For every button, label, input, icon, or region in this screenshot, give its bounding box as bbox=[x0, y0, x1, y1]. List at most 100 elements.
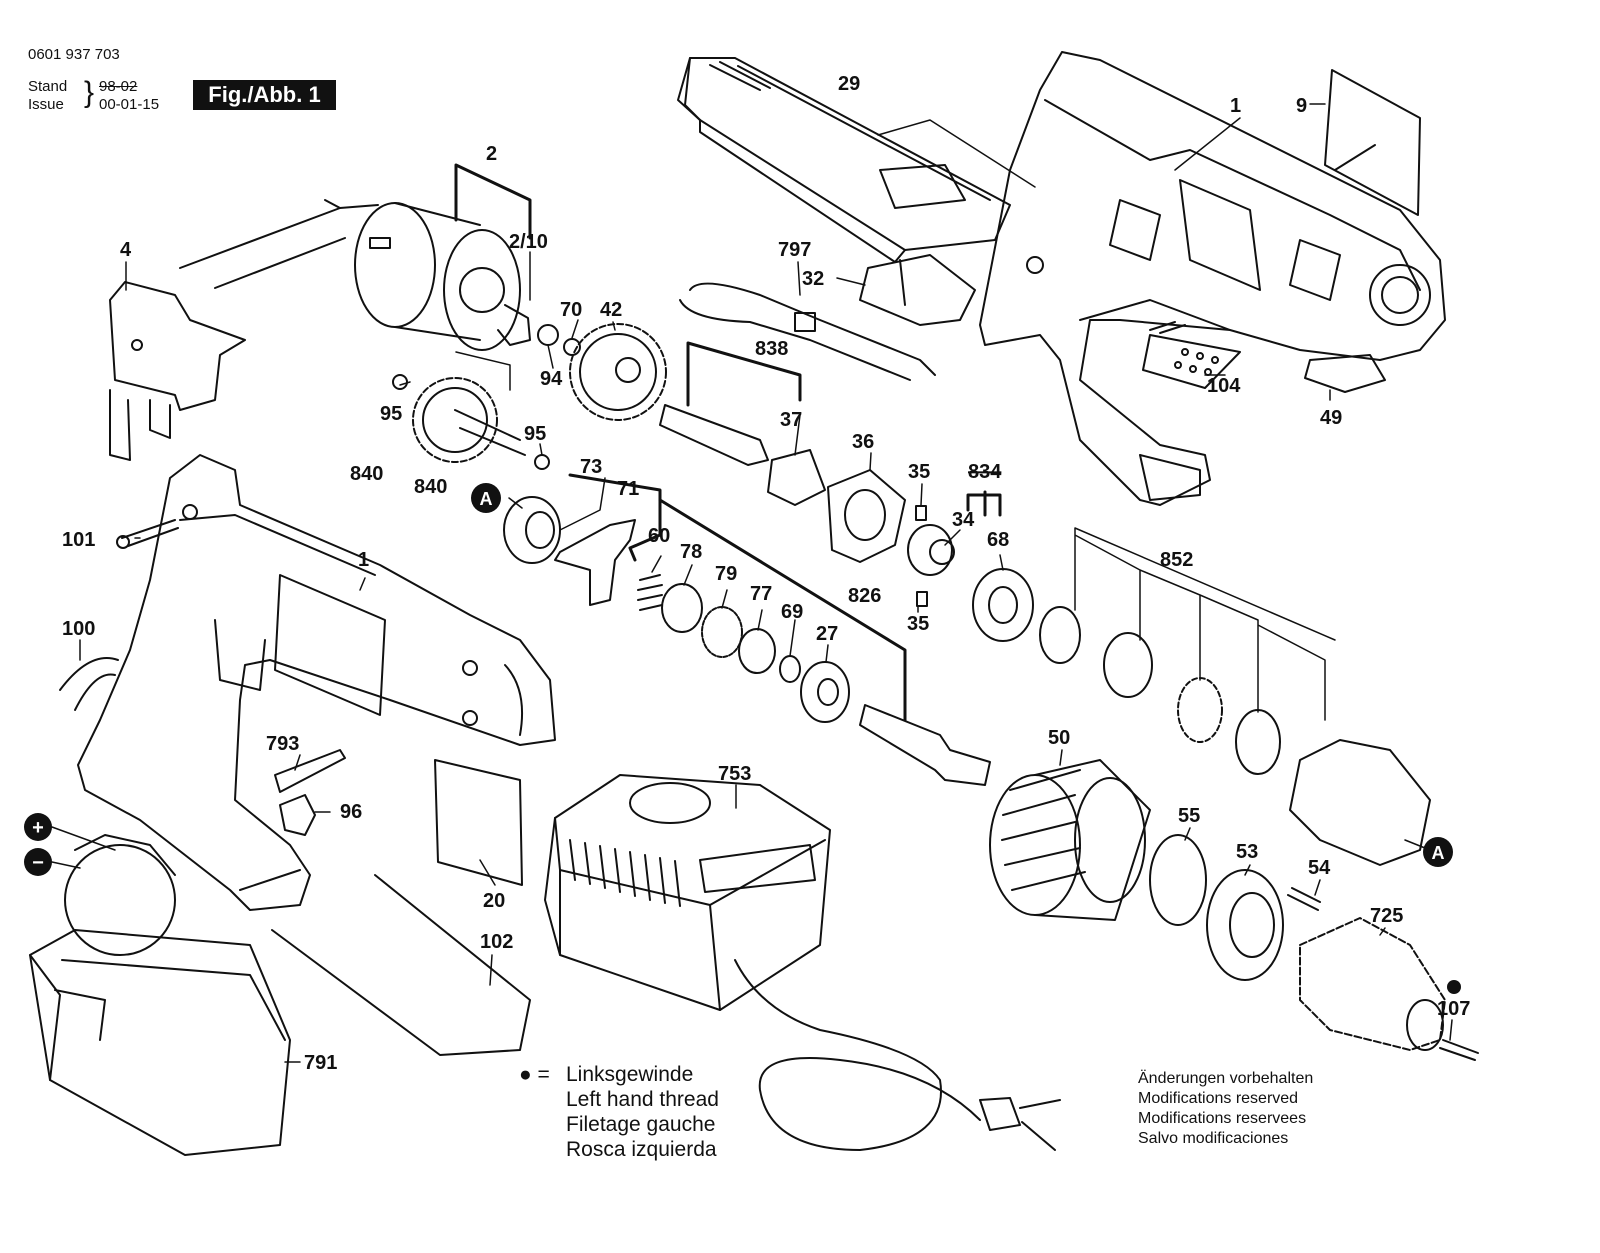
label-53: 53 bbox=[1236, 841, 1258, 863]
label-725: 725 bbox=[1370, 905, 1403, 927]
legend-line-4: Rosca izquierda bbox=[566, 1138, 717, 1161]
housing-half-1-bottom bbox=[77, 454, 556, 911]
label-9: 9 bbox=[1296, 95, 1307, 117]
bit-793 bbox=[274, 749, 346, 793]
label-2: 2 bbox=[486, 143, 497, 165]
bearing-94 bbox=[537, 324, 559, 346]
label-1-bottom: 1 bbox=[358, 549, 369, 571]
part-71 bbox=[554, 519, 636, 606]
brace-icon: } bbox=[84, 76, 95, 109]
left-thread-dot-icon bbox=[1447, 980, 1461, 994]
group-852 bbox=[1039, 606, 1431, 866]
part-labels: 29 1 9 2 2/10 4 797 32 70 42 838 94 95 9… bbox=[62, 73, 1470, 1074]
part-number: 0601 937 703 bbox=[28, 46, 120, 63]
switch-4 bbox=[109, 281, 246, 461]
notes-line-4: Salvo modificaciones bbox=[1138, 1130, 1289, 1147]
housing-half-1-top bbox=[979, 51, 1446, 506]
battery-791 bbox=[29, 834, 291, 1156]
label-107: 107 bbox=[1437, 998, 1470, 1020]
gear-840 bbox=[412, 377, 526, 463]
label-2-10: 2/10 bbox=[509, 231, 548, 253]
stand-label: Stand bbox=[28, 78, 68, 95]
notes-line-3: Modifications reservees bbox=[1138, 1110, 1307, 1127]
notes-line-2: Modifications reserved bbox=[1138, 1090, 1299, 1107]
label-95-b: 95 bbox=[524, 423, 546, 445]
battery-cover-29 bbox=[677, 57, 1011, 263]
part-36 bbox=[827, 469, 906, 563]
pin-35-b bbox=[916, 591, 928, 607]
label-plate-9 bbox=[1324, 69, 1421, 216]
strap-797 bbox=[679, 282, 936, 381]
label-55: 55 bbox=[1178, 805, 1200, 827]
label-42: 42 bbox=[600, 299, 622, 321]
stand-date: 98-02 bbox=[99, 78, 138, 95]
label-1-top: 1 bbox=[1230, 95, 1241, 117]
svg-text:A: A bbox=[480, 489, 493, 509]
label-20: 20 bbox=[483, 890, 505, 912]
legend-line-1: Linksgewinde bbox=[566, 1063, 694, 1086]
leader-lines bbox=[79, 103, 1453, 1063]
label-27: 27 bbox=[816, 623, 838, 645]
ball-95-a bbox=[392, 374, 408, 390]
label-49: 49 bbox=[1320, 407, 1342, 429]
notes-line-1: Änderungen vorbehalten bbox=[1138, 1070, 1314, 1087]
sleeve-50 bbox=[989, 759, 1151, 921]
label-35-a: 35 bbox=[908, 461, 930, 483]
label-838: 838 bbox=[755, 338, 788, 360]
wire-100 bbox=[59, 657, 119, 711]
shaft-838 bbox=[659, 404, 769, 466]
label-36: 36 bbox=[852, 431, 874, 453]
label-102: 102 bbox=[480, 931, 513, 953]
issue-date: 00-01-15 bbox=[99, 96, 160, 113]
label-826: 826 bbox=[848, 585, 881, 607]
label-20 bbox=[434, 759, 523, 886]
figure-label: Fig./Abb. 1 bbox=[193, 80, 336, 110]
ref-marker-a-right: A bbox=[1423, 837, 1453, 867]
label-32: 32 bbox=[802, 268, 824, 290]
bearing-27 bbox=[800, 661, 850, 723]
label-834: 834 bbox=[968, 461, 1002, 483]
label-77: 77 bbox=[750, 583, 772, 605]
svg-text:−: − bbox=[32, 852, 44, 874]
chuck-725 bbox=[1299, 917, 1446, 1051]
part-49 bbox=[1304, 354, 1386, 393]
part-34 bbox=[907, 524, 955, 576]
ref-marker-a-left: A bbox=[471, 483, 501, 513]
part-37 bbox=[767, 449, 826, 506]
label-69: 69 bbox=[781, 601, 803, 623]
ring-55 bbox=[1149, 834, 1207, 926]
screw-101 bbox=[121, 519, 179, 547]
label-50: 50 bbox=[1048, 727, 1070, 749]
screw-107 bbox=[1439, 1039, 1479, 1061]
svg-text:+: + bbox=[32, 817, 44, 839]
bearing-73 bbox=[503, 496, 561, 564]
label-797: 797 bbox=[778, 239, 811, 261]
gear-42 bbox=[569, 323, 667, 421]
plus-icon: + bbox=[24, 813, 116, 851]
legend-line-3: Filetage gauche bbox=[566, 1113, 716, 1136]
washer-78 bbox=[661, 583, 703, 633]
holder-96 bbox=[279, 794, 316, 836]
part-32 bbox=[859, 254, 976, 326]
label-71: 71 bbox=[617, 478, 639, 500]
label-4: 4 bbox=[120, 239, 132, 261]
label-73: 73 bbox=[580, 456, 602, 478]
label-840-b: 840 bbox=[414, 476, 447, 498]
label-70: 70 bbox=[560, 299, 582, 321]
label-60: 60 bbox=[648, 525, 670, 547]
legend-symbol: ● = bbox=[519, 1063, 550, 1086]
label-79: 79 bbox=[715, 563, 737, 585]
label-78: 78 bbox=[680, 541, 702, 563]
bearing-79 bbox=[701, 606, 743, 658]
label-753: 753 bbox=[718, 763, 751, 785]
label-791: 791 bbox=[304, 1052, 337, 1074]
label-94: 94 bbox=[540, 368, 563, 390]
part-53 bbox=[1206, 869, 1284, 981]
charger-753 bbox=[544, 774, 1061, 1151]
minus-icon: − bbox=[24, 848, 81, 876]
bearing-68 bbox=[972, 568, 1034, 642]
label-34: 34 bbox=[952, 509, 975, 531]
washer-70 bbox=[563, 338, 581, 356]
